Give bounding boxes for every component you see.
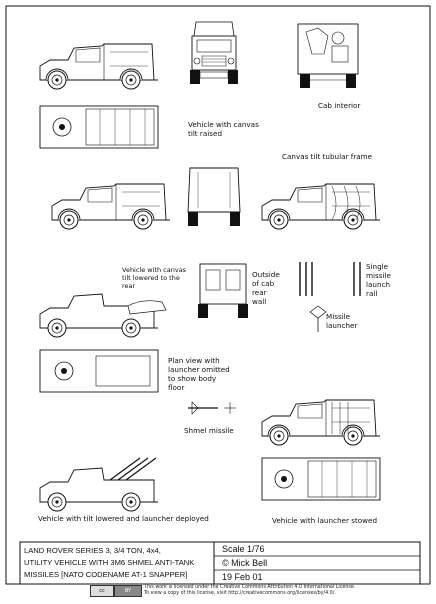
cc-badge: cc xyxy=(90,585,114,597)
title-line-1: LAND ROVER SERIES 3, 3/4 TON, 4x4, xyxy=(24,546,161,555)
side-view-tilt-lowered xyxy=(39,293,167,338)
label-tilt-lowered-rear: Vehicle with canvas tilt lowered to the … xyxy=(122,266,187,290)
license-line-1: This work is licensed under the Creative… xyxy=(144,585,356,590)
label-tubular-frame: Canvas tilt tubular frame xyxy=(282,152,373,161)
label-tilt-raised: Vehicle with canvas tilt raised xyxy=(188,120,259,138)
side-view-launcher xyxy=(39,349,159,393)
title-line-2: UTILITY VEHICLE WITH 3M6 SHMEL ANTI-TANK xyxy=(24,558,195,567)
license-line-2: To view a copy of this license, visit ht… xyxy=(144,591,336,596)
cc-by-badge: BY xyxy=(114,585,142,597)
rear-view-cab-interior xyxy=(297,23,359,88)
rear-view-canvas xyxy=(187,167,241,226)
scale-text: Scale 1/76 xyxy=(222,544,265,554)
side-view-canopy-1 xyxy=(40,44,158,89)
label-cab-interior: Cab interior xyxy=(318,101,361,110)
plan-view-tilt-raised xyxy=(39,105,159,149)
side-view-stowed xyxy=(262,400,380,445)
front-view-1 xyxy=(189,21,239,85)
missile-launcher-parts xyxy=(299,262,361,332)
side-view-tubular-frame xyxy=(262,184,380,229)
plan-view-stowed xyxy=(261,457,381,501)
label-single-rail: Single missile launch rail xyxy=(366,262,391,298)
title-line-3: MISSILES [NATO CODENAME AT-1 SNAPPER] xyxy=(24,570,188,579)
label-plan-view: Plan view with launcher omitted to show … xyxy=(168,356,230,392)
side-view-deployed xyxy=(39,457,158,512)
author-text: © Mick Bell xyxy=(222,558,268,568)
label-launcher-stowed: Vehicle with launcher stowed xyxy=(272,516,378,525)
label-shmel-missile: Shmel missile xyxy=(184,426,234,435)
shmel-missile-drawing xyxy=(188,401,236,415)
rear-wall-view xyxy=(198,263,248,318)
title-block xyxy=(19,541,421,585)
label-outside-rear-wall: Outside of cab rear wall xyxy=(252,270,280,306)
label-missile-launcher: Missile launcher xyxy=(326,312,358,330)
label-tilt-lowered-deployed: Vehicle with tilt lowered and launcher d… xyxy=(38,514,209,523)
date-text: 19 Feb 01 xyxy=(222,572,263,582)
side-view-canopy-2 xyxy=(52,184,170,229)
